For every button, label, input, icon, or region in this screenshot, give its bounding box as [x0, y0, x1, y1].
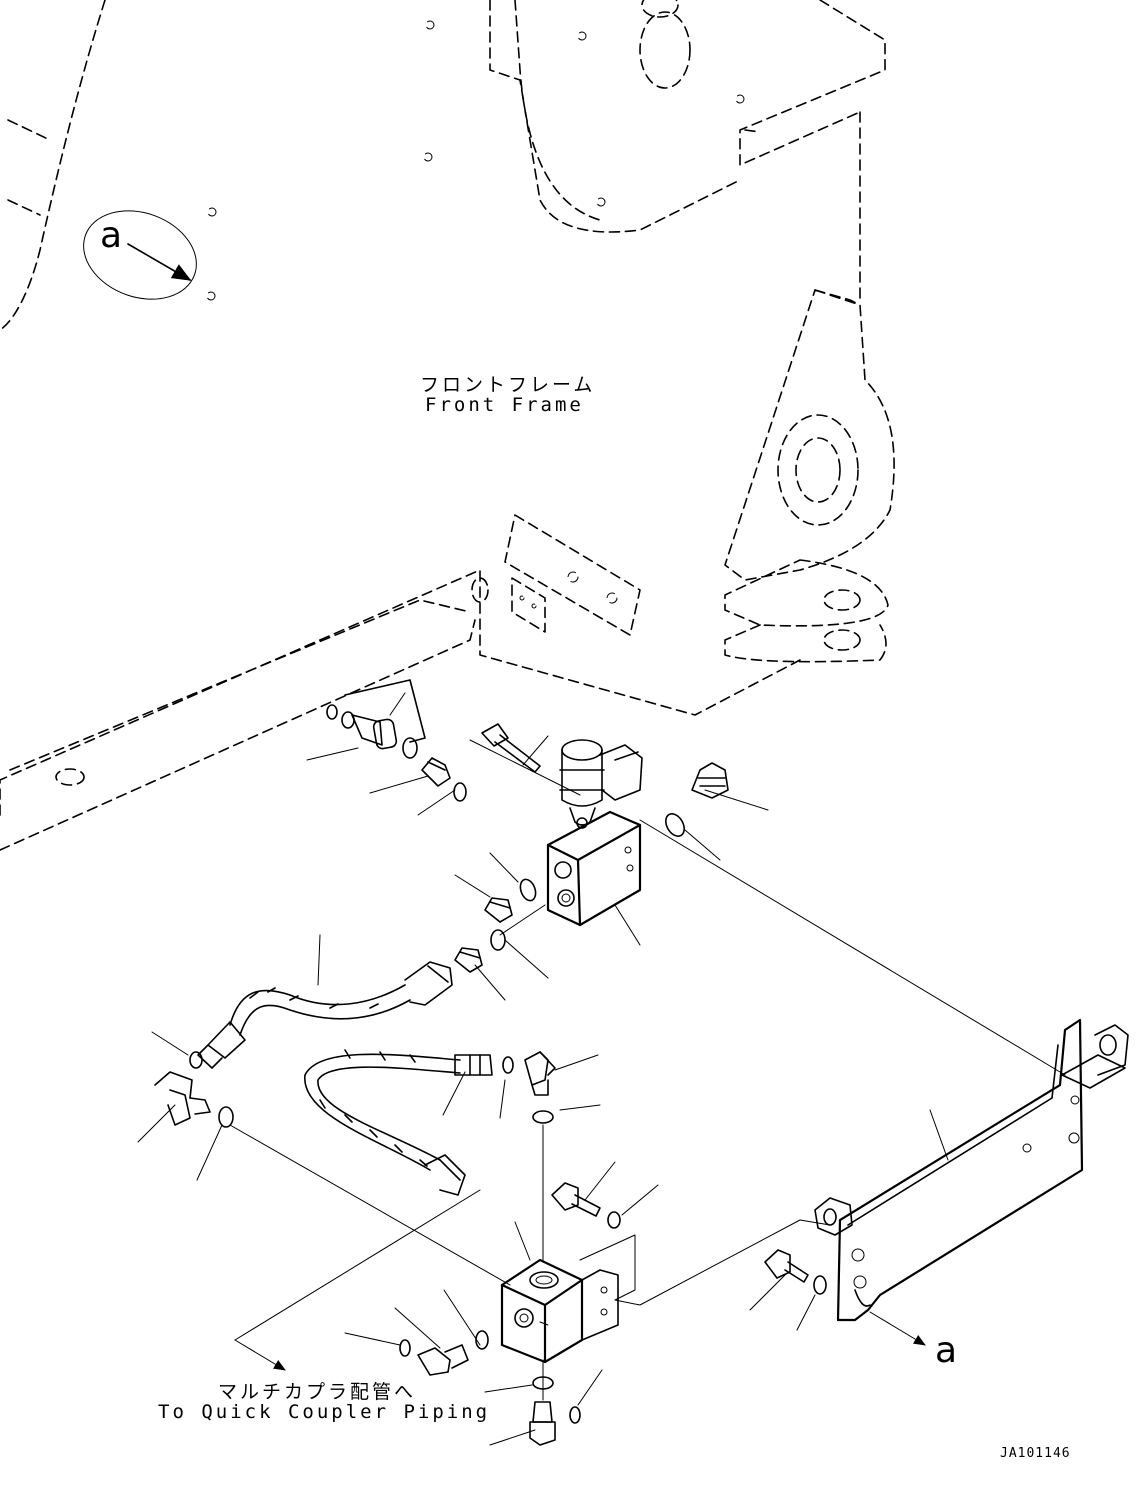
assembly-lines: [229, 739, 1066, 1401]
elbow-fitting-lower: [524, 1051, 556, 1124]
bolt-lower: [551, 1182, 621, 1229]
adapter-fitting: [421, 757, 467, 802]
to-coupler-label-en: To Quick Coupler Piping: [158, 1401, 491, 1423]
bracket-bolt: [764, 1249, 827, 1295]
mounting-bracket: [814, 1018, 1129, 1322]
adapter-fittings-left: [454, 878, 537, 973]
leader-lines: [137, 692, 949, 1446]
tee-fitting: [326, 679, 426, 759]
coupler-block: [500, 1258, 619, 1364]
to-coupler-label-ja: マルチカプラ配管へ: [218, 1381, 417, 1403]
tee-fitting-left: [154, 1071, 234, 1128]
solenoid-valve: [559, 739, 643, 829]
hose-upper: [189, 961, 453, 1069]
bolt: [481, 723, 541, 773]
hose-lower: [304, 1049, 514, 1196]
front-frame-label-ja: フロントフレーム: [420, 374, 596, 396]
front-frame-outline: [0, 0, 895, 851]
valve-block: [546, 810, 642, 927]
elbow-fitting: [665, 762, 729, 837]
bottom-fitting: [529, 1376, 581, 1446]
front-frame-label-en: Front Frame: [425, 394, 584, 416]
drawing-code: JA101146: [1000, 1446, 1071, 1461]
view-a-callout: [83, 210, 197, 300]
view-a-label-bottom: a: [935, 1330, 958, 1371]
elbow-fitting-bottom: [399, 1330, 489, 1376]
view-a-label-top: a: [100, 215, 123, 256]
